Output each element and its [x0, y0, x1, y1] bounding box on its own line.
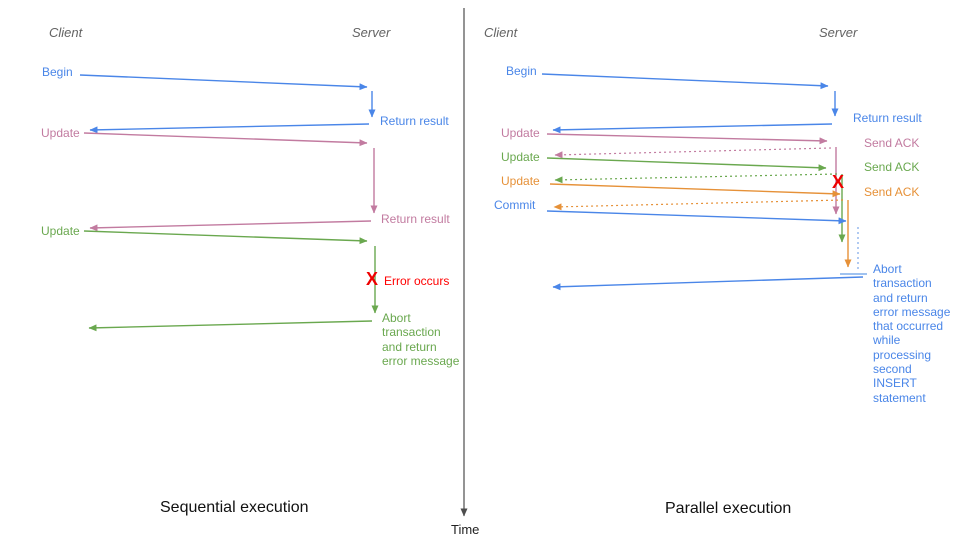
left-panel-arrows	[79, 74, 379, 332]
left-update-2-request-arrow	[83, 230, 368, 245]
right-client-header: Client	[484, 25, 518, 40]
left-server-header: Server	[352, 25, 391, 40]
right-abort-return-arrow	[552, 276, 864, 291]
left-return-result-1-arrow	[89, 123, 370, 134]
right-begin-label: Begin	[506, 64, 537, 78]
right-panel-arrows	[541, 73, 867, 291]
right-update-1-request-arrow	[546, 133, 828, 145]
left-return-result-1-label: Return result	[380, 114, 449, 128]
right-begin-request-arrow	[541, 73, 829, 90]
left-return-result-2-label: Return result	[381, 212, 450, 226]
right-update-3-request-arrow	[549, 183, 841, 198]
right-send-ack-3-label: Send ACK	[864, 185, 920, 199]
left-panel-caption: Sequential execution	[160, 499, 309, 516]
left-update-1-label: Update	[41, 126, 80, 140]
right-error-x-icon: X	[832, 172, 845, 192]
right-return-result-arrow	[552, 123, 833, 134]
right-send-ack-2-label: Send ACK	[864, 160, 920, 174]
left-return-result-2-arrow	[89, 220, 372, 232]
right-panel-caption: Parallel execution	[665, 500, 792, 517]
left-abort-note: Abort transaction and return error messa…	[382, 311, 460, 368]
right-abort-note: Abort transaction and return error messa…	[873, 262, 951, 405]
right-update-2-label: Update	[501, 150, 540, 164]
right-update-1-label: Update	[501, 126, 540, 140]
right-update-2-request-arrow	[546, 157, 827, 172]
right-update-3-label: Update	[501, 174, 540, 188]
left-client-header: Client	[49, 25, 83, 40]
left-update-2-label: Update	[41, 224, 80, 238]
left-update-1-request-arrow	[83, 132, 368, 147]
left-abort-return-arrow	[88, 320, 373, 332]
right-commit-label: Commit	[494, 198, 536, 212]
time-axis-label: Time	[451, 522, 480, 537]
right-send-ack-3-arrow	[553, 199, 844, 211]
right-server-header: Server	[819, 25, 858, 40]
left-begin-request-arrow	[79, 74, 368, 91]
right-send-ack-1-label: Send ACK	[864, 136, 920, 150]
right-send-ack-1-arrow	[554, 147, 832, 159]
left-error-x-icon: X	[366, 269, 379, 289]
right-return-result-label: Return result	[853, 111, 922, 125]
right-send-ack-2-arrow	[554, 173, 838, 184]
right-commit-request-arrow	[546, 210, 847, 225]
left-error-label: Error occurs	[384, 274, 450, 288]
left-begin-label: Begin	[42, 65, 73, 79]
